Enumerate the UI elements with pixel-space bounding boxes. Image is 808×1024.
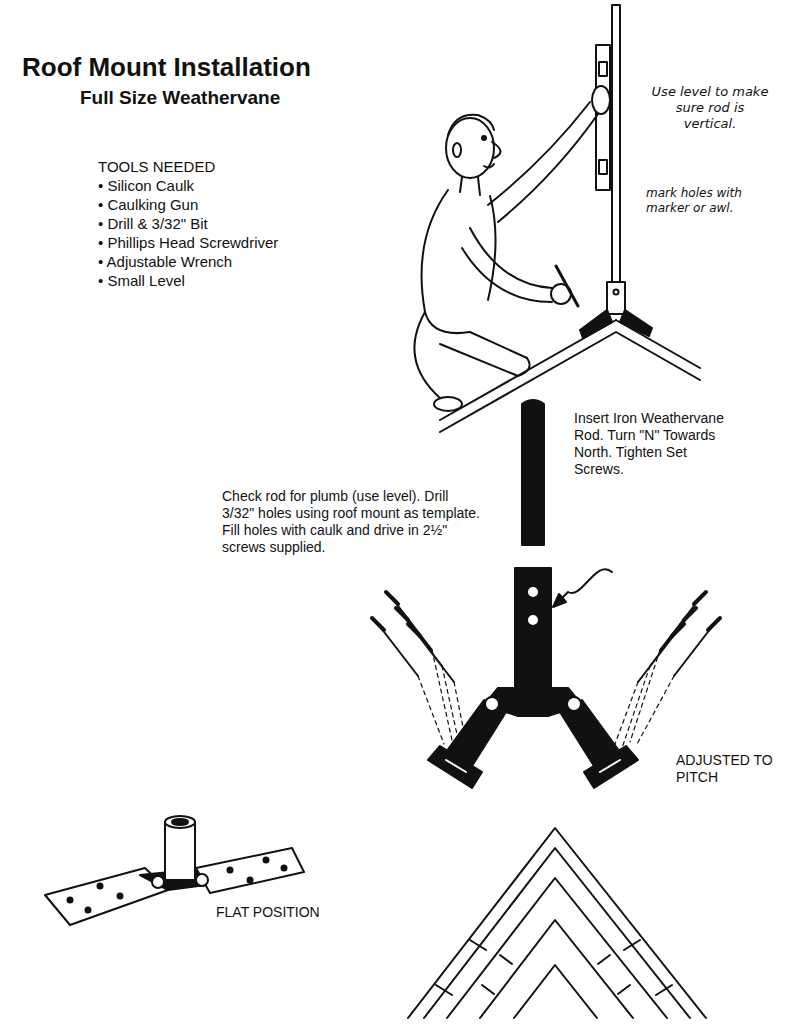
screws	[672, 592, 720, 636]
installer-figure	[470, 332, 527, 358]
level-tool	[599, 62, 607, 76]
roof-mount	[580, 310, 612, 338]
installer-figure	[460, 177, 480, 195]
roof-shingles	[424, 848, 690, 1018]
weathervane-rod	[612, 5, 620, 283]
tools-heading: TOOLS NEEDED	[98, 158, 358, 176]
roof-mount	[614, 290, 619, 295]
flat-mount	[68, 898, 73, 903]
roof-mount	[527, 586, 539, 598]
instruction-note: Insert Iron Weathervane Rod. Turn "N" To…	[574, 410, 734, 478]
flat-mount	[165, 816, 195, 828]
tool-item: • Adjustable Wrench	[98, 253, 358, 271]
installer-figure	[498, 114, 598, 222]
tool-item: • Caulking Gun	[98, 196, 358, 214]
arrow-squiggle	[553, 594, 566, 607]
roof-shingles	[480, 920, 633, 1018]
roof-mount	[567, 697, 581, 711]
flat-mount	[165, 822, 195, 880]
flat-mount	[152, 876, 164, 888]
flat-mount	[98, 884, 103, 889]
roof-shingles	[514, 965, 597, 1018]
weathervane-rod	[612, 5, 620, 283]
installer-figure	[414, 312, 440, 398]
roof-mount	[527, 614, 539, 626]
installer-figure	[422, 190, 448, 312]
roof-shingles	[598, 940, 672, 995]
level-tool	[599, 160, 607, 174]
installer-figure	[556, 266, 578, 306]
roof-mount	[485, 697, 499, 711]
flat-mount	[196, 848, 304, 893]
tool-item: • Drill & 3/32" Bit	[98, 215, 358, 233]
roof-mount	[428, 568, 638, 788]
page-title: Roof Mount Installation	[22, 52, 442, 84]
roof-shingles	[408, 828, 706, 1018]
roof-shingles	[408, 828, 706, 1018]
screws	[372, 592, 720, 752]
tool-item: • Small Level	[98, 272, 358, 290]
installer-figure	[592, 86, 610, 114]
flat-mount	[196, 874, 208, 886]
flat-mount	[228, 868, 233, 873]
installer-figure	[484, 164, 494, 168]
installer-figure	[518, 358, 530, 376]
installer-figure	[440, 344, 518, 376]
installer-figure	[425, 312, 470, 333]
level-tool	[596, 45, 610, 190]
installer-figure	[446, 118, 494, 178]
installer-figure	[434, 397, 462, 411]
installer-figure	[482, 136, 486, 140]
flat-mount	[118, 894, 123, 899]
flat-mount	[248, 878, 253, 883]
roof-mount	[446, 760, 620, 772]
arrow-squiggle	[553, 569, 612, 607]
roof-mount	[620, 310, 652, 336]
flat-mount	[282, 866, 287, 871]
arrow-squiggle	[560, 569, 612, 600]
weathervane-rod	[522, 400, 544, 545]
flat-mount	[86, 908, 91, 913]
roof-mount	[428, 746, 482, 788]
installer-figure	[453, 143, 461, 157]
installer-figure	[470, 228, 552, 288]
roof-mount	[580, 282, 652, 338]
roof-mount	[584, 746, 638, 788]
subtitle: Full Size Weathervane	[80, 86, 400, 109]
screws	[612, 650, 674, 752]
roof-shingles	[447, 878, 667, 1018]
level-tool	[596, 45, 610, 190]
handwritten-note: Use level to make sure rod is vertical.	[650, 84, 770, 132]
flat-mount	[172, 819, 188, 825]
roof-mount	[515, 568, 551, 688]
installer-figure	[448, 115, 494, 135]
position-label: FLAT POSITION	[216, 904, 376, 921]
installer-figure	[414, 86, 610, 411]
instruction-note: Check rod for plumb (use level). Drill 3…	[222, 488, 484, 556]
installer-figure	[488, 102, 590, 205]
screws	[372, 592, 420, 636]
installer-figure	[462, 248, 552, 302]
tool-item: • Silicon Caulk	[98, 177, 358, 195]
flat-mount	[264, 858, 269, 863]
roof-mount	[607, 282, 625, 314]
position-label: ADJUSTED TO PITCH	[676, 752, 776, 786]
roof-shingles	[436, 940, 512, 995]
tool-item: • Phillips Head Screwdriver	[98, 234, 358, 252]
screws	[418, 650, 468, 752]
installer-figure	[492, 142, 501, 158]
handwritten-note: mark holes with marker or awl.	[646, 186, 746, 215]
weathervane-rod	[522, 400, 544, 545]
roof-peak	[440, 320, 700, 420]
